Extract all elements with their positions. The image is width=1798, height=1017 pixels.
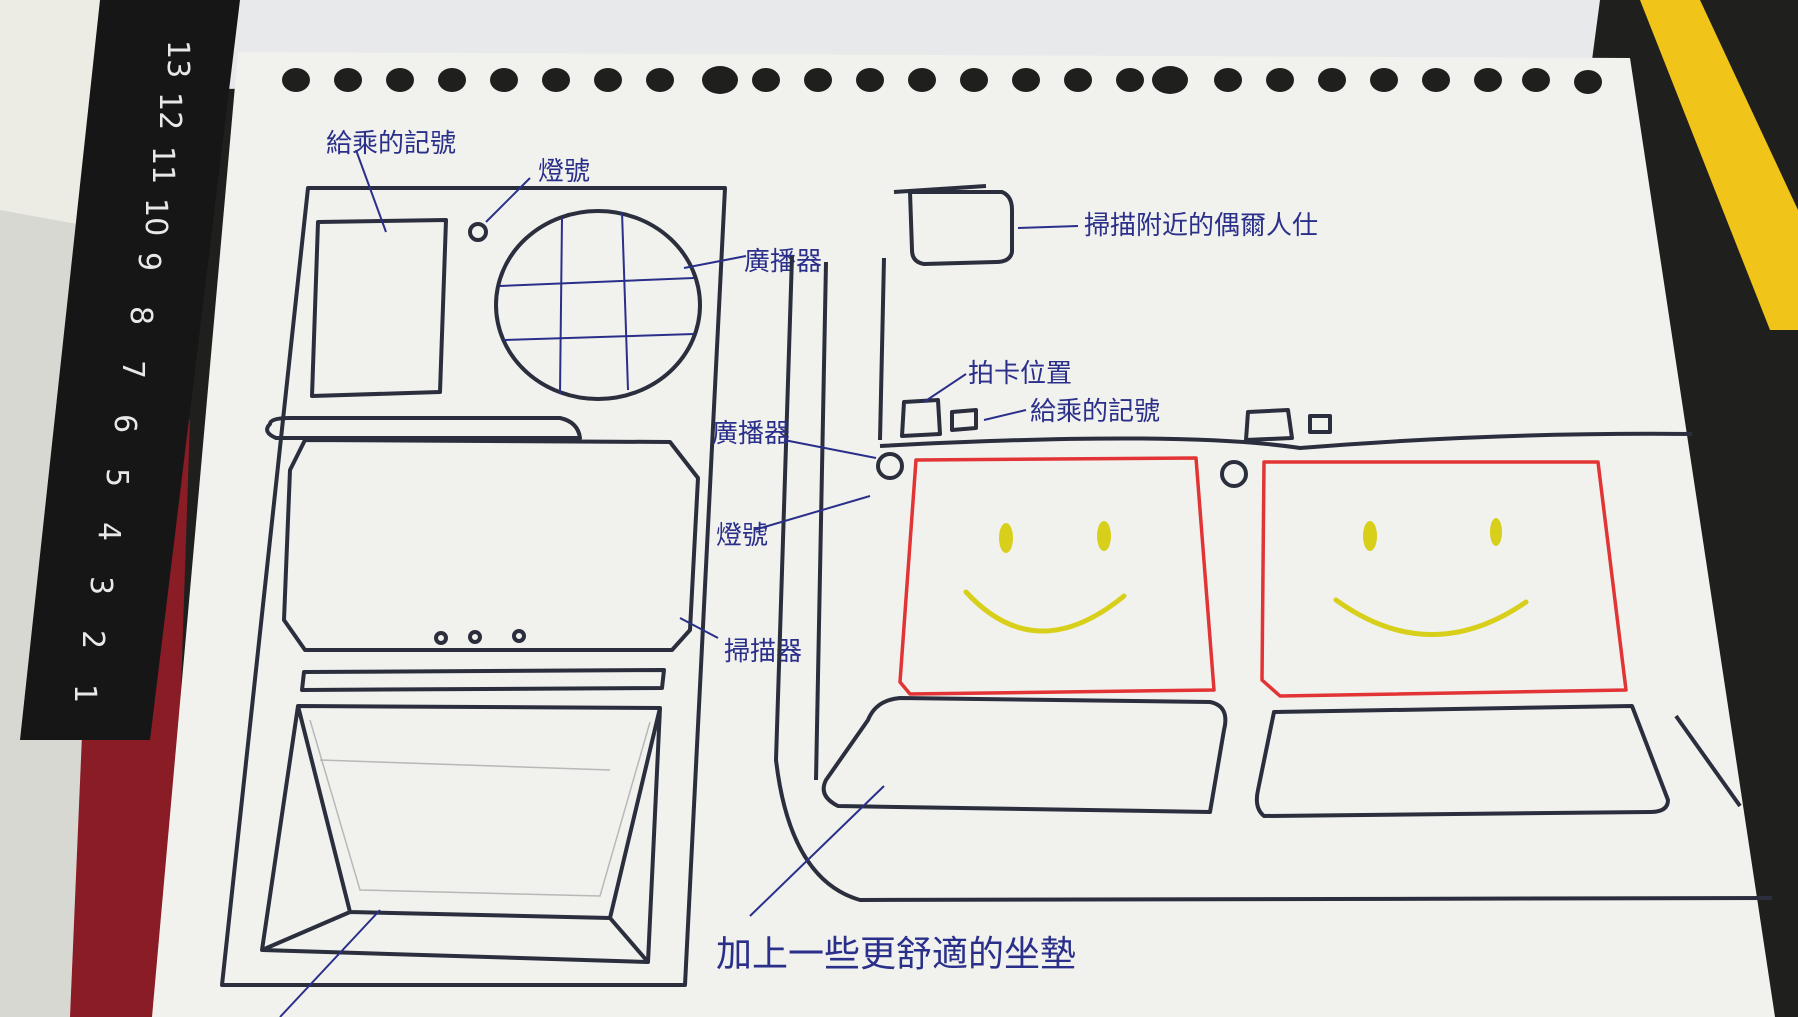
broadcaster-speaker-2 (1220, 460, 1248, 488)
ruler-number: 6 (107, 414, 142, 433)
ruler-number: 10 (138, 198, 173, 236)
ruler-number: 11 (145, 146, 180, 184)
label-broadcaster: 廣播器 (744, 247, 822, 277)
slot-bar (300, 668, 666, 692)
yellow-pencil (1640, 0, 1798, 330)
label-light-right: 燈號 (716, 521, 768, 551)
smile-2 (1333, 597, 1529, 637)
left-arrows (279, 149, 747, 1017)
seat-backs (898, 456, 1628, 698)
ruler-number: 9 (131, 252, 166, 271)
nearby-scanner-top (893, 184, 987, 194)
right-arrows (749, 225, 1079, 917)
ruler-number: 13 (160, 40, 195, 78)
label-customer-mark: 給乘的記號 (326, 129, 456, 159)
customer-mark-display (950, 408, 978, 432)
ruler-numbers: 13 12 11 10 9 8 7 6 5 4 3 2 1 (67, 40, 195, 703)
ruler-number: 4 (91, 522, 126, 541)
light-indicator (468, 222, 488, 242)
scanner-screen (282, 438, 700, 652)
sketch-paper (152, 52, 1775, 1017)
punch-holes (282, 66, 1602, 94)
panel-outline (220, 186, 727, 987)
label-light: 燈號 (538, 157, 590, 187)
ruler-number: 1 (67, 684, 102, 703)
scanner-dot (512, 629, 526, 643)
ruler-number: 12 (152, 92, 187, 130)
right-labels: 掃描附近的偶爾人仕 拍卡位置 給乘的記號 廣播器 燈號 加上一些更舒適的坐墊 (712, 211, 1318, 975)
wall-rail (879, 431, 1693, 450)
label-card-position: 拍卡位置 (968, 359, 1072, 389)
smile-1 (963, 589, 1127, 634)
lower-bin-inner (261, 705, 662, 964)
left-labels: 給乘的記號 燈號 廣播器 掃描器 (326, 129, 822, 667)
wall-outline-inner (814, 261, 828, 781)
seat-back-2 (1260, 460, 1628, 698)
broadcaster-grid-lines (499, 211, 695, 395)
pole (878, 257, 886, 441)
left-panel-sketch (220, 186, 727, 987)
wall-outline-outer (774, 255, 1773, 902)
handle-bar (265, 416, 582, 440)
seat-cushion-2 (1254, 704, 1670, 818)
ruler-number: 7 (115, 360, 150, 379)
nearby-scanner-device (908, 190, 1014, 266)
seat-back-1 (898, 456, 1216, 696)
bin-pencil-shading (309, 719, 651, 897)
broadcaster-speaker (876, 452, 904, 480)
seat-cushion-1 (821, 696, 1228, 814)
ruler-number: 8 (123, 306, 158, 325)
caption-seat: 加上一些更舒適的坐墊 (716, 934, 1076, 975)
ruler-number: 2 (75, 630, 110, 649)
card-reader-2 (1244, 408, 1294, 442)
label-customer-mark-right: 給乘的記號 (1030, 397, 1160, 427)
edge-line (1674, 714, 1742, 808)
label-broadcaster-right: 廣播器 (712, 419, 790, 449)
label-scan-nearby: 掃描附近的偶爾人仕 (1084, 211, 1318, 241)
label-scanner: 掃描器 (724, 637, 802, 667)
customer-mark-display-2 (1308, 414, 1332, 434)
ruler (20, 0, 240, 740)
broadcaster-grille (494, 209, 702, 401)
scanner-dot (468, 630, 482, 644)
scanner-dot (434, 631, 448, 645)
right-interior-sketch (774, 184, 1773, 902)
ruler-number: 5 (99, 468, 134, 487)
smiley-eyes (999, 518, 1502, 553)
mark-display (310, 218, 448, 398)
smiley-mouths (963, 589, 1529, 637)
ruler-number: 3 (83, 576, 118, 595)
